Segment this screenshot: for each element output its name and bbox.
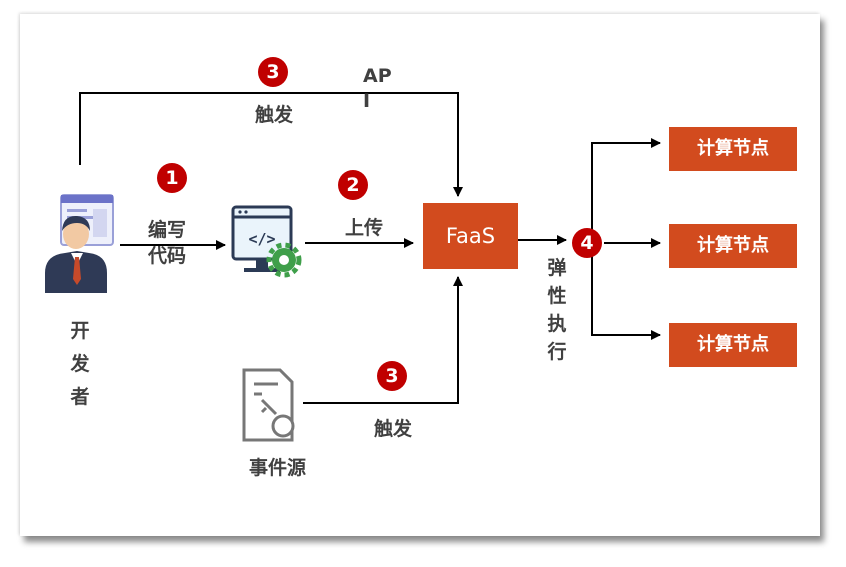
code-settings-icon: </> (231, 205, 302, 278)
event-trigger-label: 触发 (374, 418, 413, 440)
svg-text:</>: </> (248, 230, 275, 248)
node-branch-bottom (591, 243, 661, 340)
event-trigger-line (303, 276, 463, 404)
step-3-api-badge: 3 (258, 57, 288, 87)
upload-label: 上传 (345, 217, 384, 239)
compute-node-2: 计算节点 (669, 224, 797, 268)
write-code-label: 编写代码 (148, 219, 187, 267)
developer-icon (45, 194, 114, 293)
diagram-frame (20, 14, 820, 536)
api-trigger-line (79, 92, 463, 197)
step-4-badge: 4 (572, 228, 602, 258)
developer-label: 开发者 (70, 320, 90, 408)
compute-node-1: 计算节点 (669, 127, 797, 171)
event-source-icon (242, 368, 295, 442)
compute-node-3: 计算节点 (669, 323, 797, 367)
api-trigger-label: 触发 (255, 104, 294, 126)
event-source-label: 事件源 (249, 457, 307, 479)
faas-box: FaaS (423, 203, 518, 269)
step-1-badge: 1 (157, 163, 187, 193)
node-branch-top (591, 138, 661, 243)
elastic-exec-label: 弹性执行 (547, 257, 567, 363)
step-2-badge: 2 (338, 170, 368, 200)
api-label: API (363, 65, 392, 112)
step-3-event-badge: 3 (377, 361, 407, 391)
